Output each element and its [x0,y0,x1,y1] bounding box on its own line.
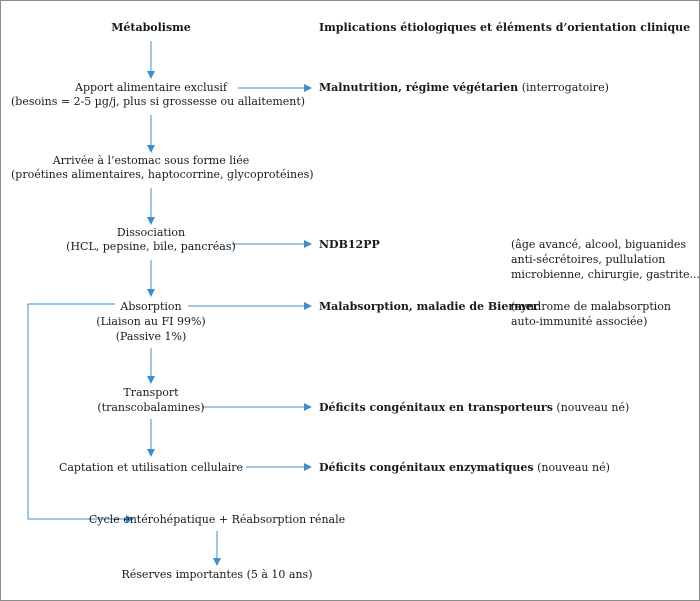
step-dissociation-title: Dissociation [116,226,186,239]
step-captation: Captation et utilisation cellulaire [58,461,244,474]
implication-malnutrition: Malnutrition, régime végétarien (interro… [319,81,609,94]
implication-ndb-note-2: anti-sécrétoires, pullulation [511,253,666,266]
header-metabolisme: Métabolisme [111,21,191,34]
header-implications: Implications étiologiques et éléments d’… [319,21,691,34]
step-reserves: Réserves importantes (5 à 10 ans) [121,568,313,581]
implication-malnutrition-note: (interrogatoire) [521,81,609,94]
step-absorption-passive: (Passive 1%) [115,330,187,343]
step-absorption-title: Absorption [120,300,182,313]
implication-malabsorption-note-2: auto-immunité associée) [511,315,648,328]
implication-transporteurs-note: (nouveau né) [556,401,630,414]
step-cycle: Cycle entérohépatique + Réabsorption rén… [88,513,346,526]
implication-malabsorption: Malabsorption, maladie de Biermer [319,300,539,313]
implication-transporteurs: Déficits congénitaux en transporteurs (n… [319,401,629,414]
step-apport-title: Apport alimentaire exclusif [75,81,227,94]
implication-enzymatiques: Déficits congénitaux enzymatiques (nouve… [319,461,610,474]
implication-transporteurs-label: Déficits congénitaux en transporteurs [319,401,553,414]
step-dissociation-detail: (HCL, pepsine, bile, pancréas) [66,240,236,253]
implication-ndb-note-3: microbienne, chirurgie, gastrite...) [511,268,700,281]
step-transport-title: Transport [123,386,179,399]
implication-ndb-note-1: (âge avancé, alcool, biguanides [511,238,687,251]
implication-malnutrition-label: Malnutrition, régime végétarien [319,81,519,94]
step-transport-detail: (transcobalamines) [97,401,205,414]
arrow-absorption-loop-to-cycle [27,303,134,523]
implication-malabsorption-note-1: (syndrome de malabsorption [511,300,671,313]
implication-enzymatiques-label: Déficits congénitaux enzymatiques [319,461,534,474]
step-estomac-title: Arrivée à l’estomac sous forme liée [52,154,250,167]
implication-ndb12pp: NDB12PP [319,238,380,251]
step-estomac-detail: (proétines alimentaires, haptocorrine, g… [11,168,314,181]
step-absorption-active: (Liaison au FI 99%) [96,315,206,328]
implication-enzymatiques-note: (nouveau né) [537,461,610,474]
step-apport-detail: (besoins = 2-5 µg/j, plus si grossesse o… [11,95,306,108]
